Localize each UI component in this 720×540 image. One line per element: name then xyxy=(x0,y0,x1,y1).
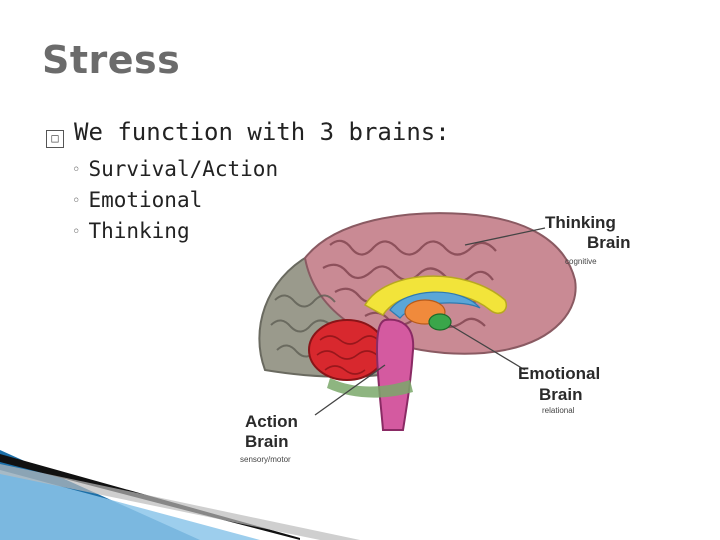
sub-bullet-marker-icon: ◦ xyxy=(72,193,81,209)
emotional-label-line1: Emotional xyxy=(518,364,600,383)
brainstem xyxy=(375,318,415,431)
cerebellum-folds xyxy=(316,335,379,375)
emotional-region xyxy=(327,378,413,398)
bullet-marker-icon: □ xyxy=(46,130,64,148)
action-label-line2: Brain xyxy=(245,432,288,451)
action-label-line1: Action xyxy=(245,412,298,431)
emotional-pointer xyxy=(449,324,526,371)
thinking-sublabel: cognitive xyxy=(565,257,597,266)
bottom-decoration xyxy=(0,450,360,540)
thinking-label-line1: Thinking xyxy=(545,213,616,232)
list-item: ◦ Survival/Action xyxy=(72,154,278,185)
emotional-label-line2: Brain xyxy=(539,385,582,404)
amygdala xyxy=(428,313,452,331)
emotional-sublabel: relational xyxy=(542,406,575,415)
brain-diagram: Thinking Brain cognitive Emotional Brain… xyxy=(240,212,630,464)
action-pointer xyxy=(314,364,386,416)
list-item: ◦ Thinking xyxy=(72,216,278,247)
sub-item-survival: Survival/Action xyxy=(88,157,279,181)
sub-bullet-marker-icon: ◦ xyxy=(72,162,81,178)
list-item: ◦ Emotional xyxy=(72,185,278,216)
sub-bullet-marker-icon: ◦ xyxy=(72,224,81,240)
deco-light-wedge xyxy=(0,470,260,540)
main-bullet: □ We function with 3 brains: xyxy=(46,118,450,148)
main-bullet-text: We function with 3 brains: xyxy=(74,118,450,146)
slide-title: Stress xyxy=(42,38,181,82)
sub-bullet-list: ◦ Survival/Action ◦ Emotional ◦ Thinking xyxy=(72,154,278,247)
deco-grey-stripe xyxy=(0,464,360,540)
thinking-label-line2: Brain xyxy=(587,233,630,252)
thinking-pointer xyxy=(464,227,546,246)
sub-item-emotional: Emotional xyxy=(88,188,203,212)
action-sublabel: sensory/motor xyxy=(240,455,291,464)
sub-item-thinking: Thinking xyxy=(88,219,190,243)
